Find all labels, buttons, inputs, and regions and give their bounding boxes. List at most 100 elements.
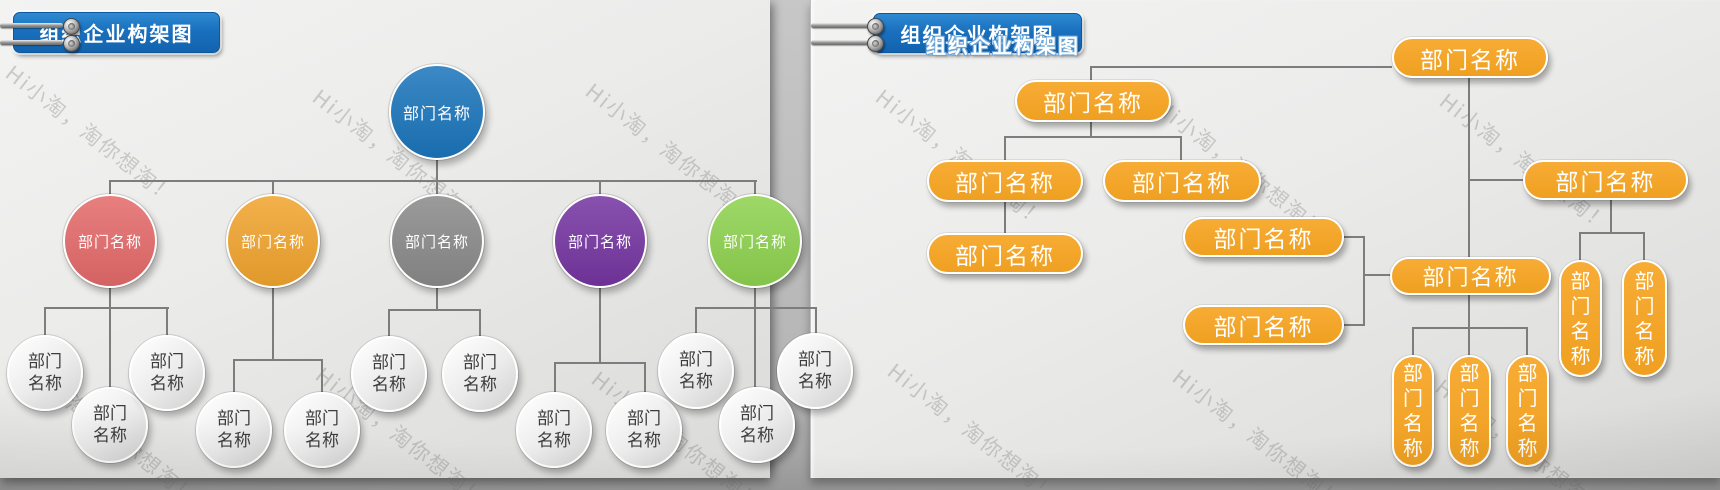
dept-node-label: 部门名称 xyxy=(740,403,774,446)
dept-node-label: 部门名称 xyxy=(28,351,62,394)
dept-pill-vertical: 部门名称 xyxy=(1448,355,1491,467)
connector-line xyxy=(644,364,646,392)
dept-node-leaf: 部门名称 xyxy=(442,336,518,412)
dept-node-label: 部门名称 xyxy=(798,349,832,392)
dept-node-label: 部门名称 xyxy=(1043,91,1143,117)
pushpin-rod xyxy=(0,40,63,45)
connector-line xyxy=(695,307,817,309)
connector-line xyxy=(1090,122,1092,138)
dept-node-label: 部门名称 xyxy=(77,232,142,251)
connector-line xyxy=(166,309,168,336)
connector-line xyxy=(1004,138,1006,160)
dept-node-branch-red: 部门名称 xyxy=(63,194,157,288)
connector-line xyxy=(1610,200,1612,234)
connector-line xyxy=(272,288,274,361)
dept-node-leaf: 部门名称 xyxy=(196,392,272,468)
slide-title-plate: 组织企业构架图 xyxy=(13,12,220,53)
dept-node-leaf: 部门名称 xyxy=(72,387,148,463)
connector-line xyxy=(479,311,481,336)
dept-pill: 部门名称 xyxy=(1183,305,1344,345)
dept-node-label: 部门名称 xyxy=(1634,268,1655,368)
dept-pill: 部门名称 xyxy=(1103,160,1261,202)
connector-line xyxy=(1180,138,1182,160)
slide-title-plate: 组织企业构架图 xyxy=(873,13,1082,53)
pushpin-rod xyxy=(811,40,871,45)
dept-node-label: 部门名称 xyxy=(955,243,1055,270)
dept-node-label: 部门名称 xyxy=(404,232,469,251)
dept-pill-vertical: 部门名称 xyxy=(1622,260,1667,377)
dept-pill: 部门名称 xyxy=(927,160,1083,202)
pushpin-icon xyxy=(63,35,80,52)
connector-line xyxy=(1004,136,1182,138)
connector-line xyxy=(109,182,111,195)
dept-node-label: 部门名称 xyxy=(1517,361,1538,460)
connector-line xyxy=(1468,295,1470,356)
dept-node-label: 部门名称 xyxy=(1459,361,1480,460)
dept-node-label: 部门名称 xyxy=(150,351,184,394)
connector-line xyxy=(1468,78,1470,258)
connector-line xyxy=(388,311,390,336)
dept-node-label: 部门名称 xyxy=(537,408,571,451)
connector-line xyxy=(554,364,556,392)
dept-node-leaf: 部门名称 xyxy=(606,392,682,468)
connector-line xyxy=(1579,232,1645,234)
connector-line xyxy=(109,288,111,387)
connector-line xyxy=(695,309,697,334)
connector-line xyxy=(233,361,235,392)
connector-line xyxy=(754,288,756,387)
dept-node-leaf: 部门名称 xyxy=(7,335,83,411)
dept-node-label: 部门名称 xyxy=(240,232,305,251)
dept-node-label: 部门名称 xyxy=(679,349,713,392)
connector-line xyxy=(388,309,481,311)
dept-pill: 部门名称 xyxy=(1390,257,1551,295)
pushpin-hole xyxy=(872,23,879,30)
pushpin-hole xyxy=(872,40,879,47)
dept-node-label: 部门名称 xyxy=(1132,171,1232,197)
connector-line xyxy=(321,361,323,392)
dept-node-label: 部门名称 xyxy=(722,232,787,251)
dept-node-branch-orange: 部门名称 xyxy=(226,194,320,288)
connector-line xyxy=(599,288,601,364)
pushpin-hole xyxy=(68,23,75,30)
connector-line xyxy=(1363,274,1391,276)
dept-pill-vertical: 部门名称 xyxy=(1506,355,1549,467)
dept-pill: 部门名称 xyxy=(1523,160,1688,200)
connector-line xyxy=(1468,179,1524,181)
connector-line xyxy=(754,182,756,195)
dept-node-label: 部门名称 xyxy=(1403,361,1423,460)
dept-node-leaf: 部门名称 xyxy=(777,333,853,409)
dept-node-leaf: 部门名称 xyxy=(351,336,427,412)
connector-line xyxy=(436,160,438,181)
connector-line xyxy=(44,307,169,309)
dept-node-label: 部门名称 xyxy=(305,408,339,451)
dept-pill-vertical: 部门名称 xyxy=(1392,355,1434,467)
dept-node-label: 部门名称 xyxy=(1420,47,1520,74)
dept-node-label: 部门名称 xyxy=(1555,170,1656,196)
connector-line xyxy=(1343,236,1365,238)
connector-line xyxy=(554,362,646,364)
connector-line xyxy=(44,309,46,336)
pushpin-icon xyxy=(867,35,884,52)
slide-title-text: 组织企业构架图 xyxy=(900,22,1055,47)
dept-node-label: 部门名称 xyxy=(1570,268,1591,368)
connector-line xyxy=(1004,202,1006,233)
dept-node-leaf: 部门名称 xyxy=(129,335,205,411)
dept-node-label: 部门名称 xyxy=(372,352,406,395)
dept-node-label: 部门名称 xyxy=(463,352,497,395)
slide-title-echo-text: 组织企业构架图 xyxy=(926,34,1080,58)
dept-pill-vertical: 部门名称 xyxy=(1559,260,1602,377)
connector-line xyxy=(1363,236,1365,326)
dept-node-label: 部门名称 xyxy=(955,171,1055,197)
connector-line xyxy=(1090,67,1092,80)
dept-pill: 部门名称 xyxy=(927,233,1083,274)
dept-node-branch-gray: 部门名称 xyxy=(390,194,484,288)
dept-node-leaf: 部门名称 xyxy=(516,392,592,468)
dept-node-label: 部门名称 xyxy=(567,232,632,251)
dept-node-leaf: 部门名称 xyxy=(658,333,734,409)
dept-pill: 部门名称 xyxy=(1015,80,1171,122)
dept-node-label: 部门名称 xyxy=(1213,315,1314,341)
dept-node-branch-green: 部门名称 xyxy=(708,194,802,288)
connector-line xyxy=(1090,66,1392,68)
connector-line xyxy=(599,182,601,195)
dept-node-leaf: 部门名称 xyxy=(719,387,795,463)
